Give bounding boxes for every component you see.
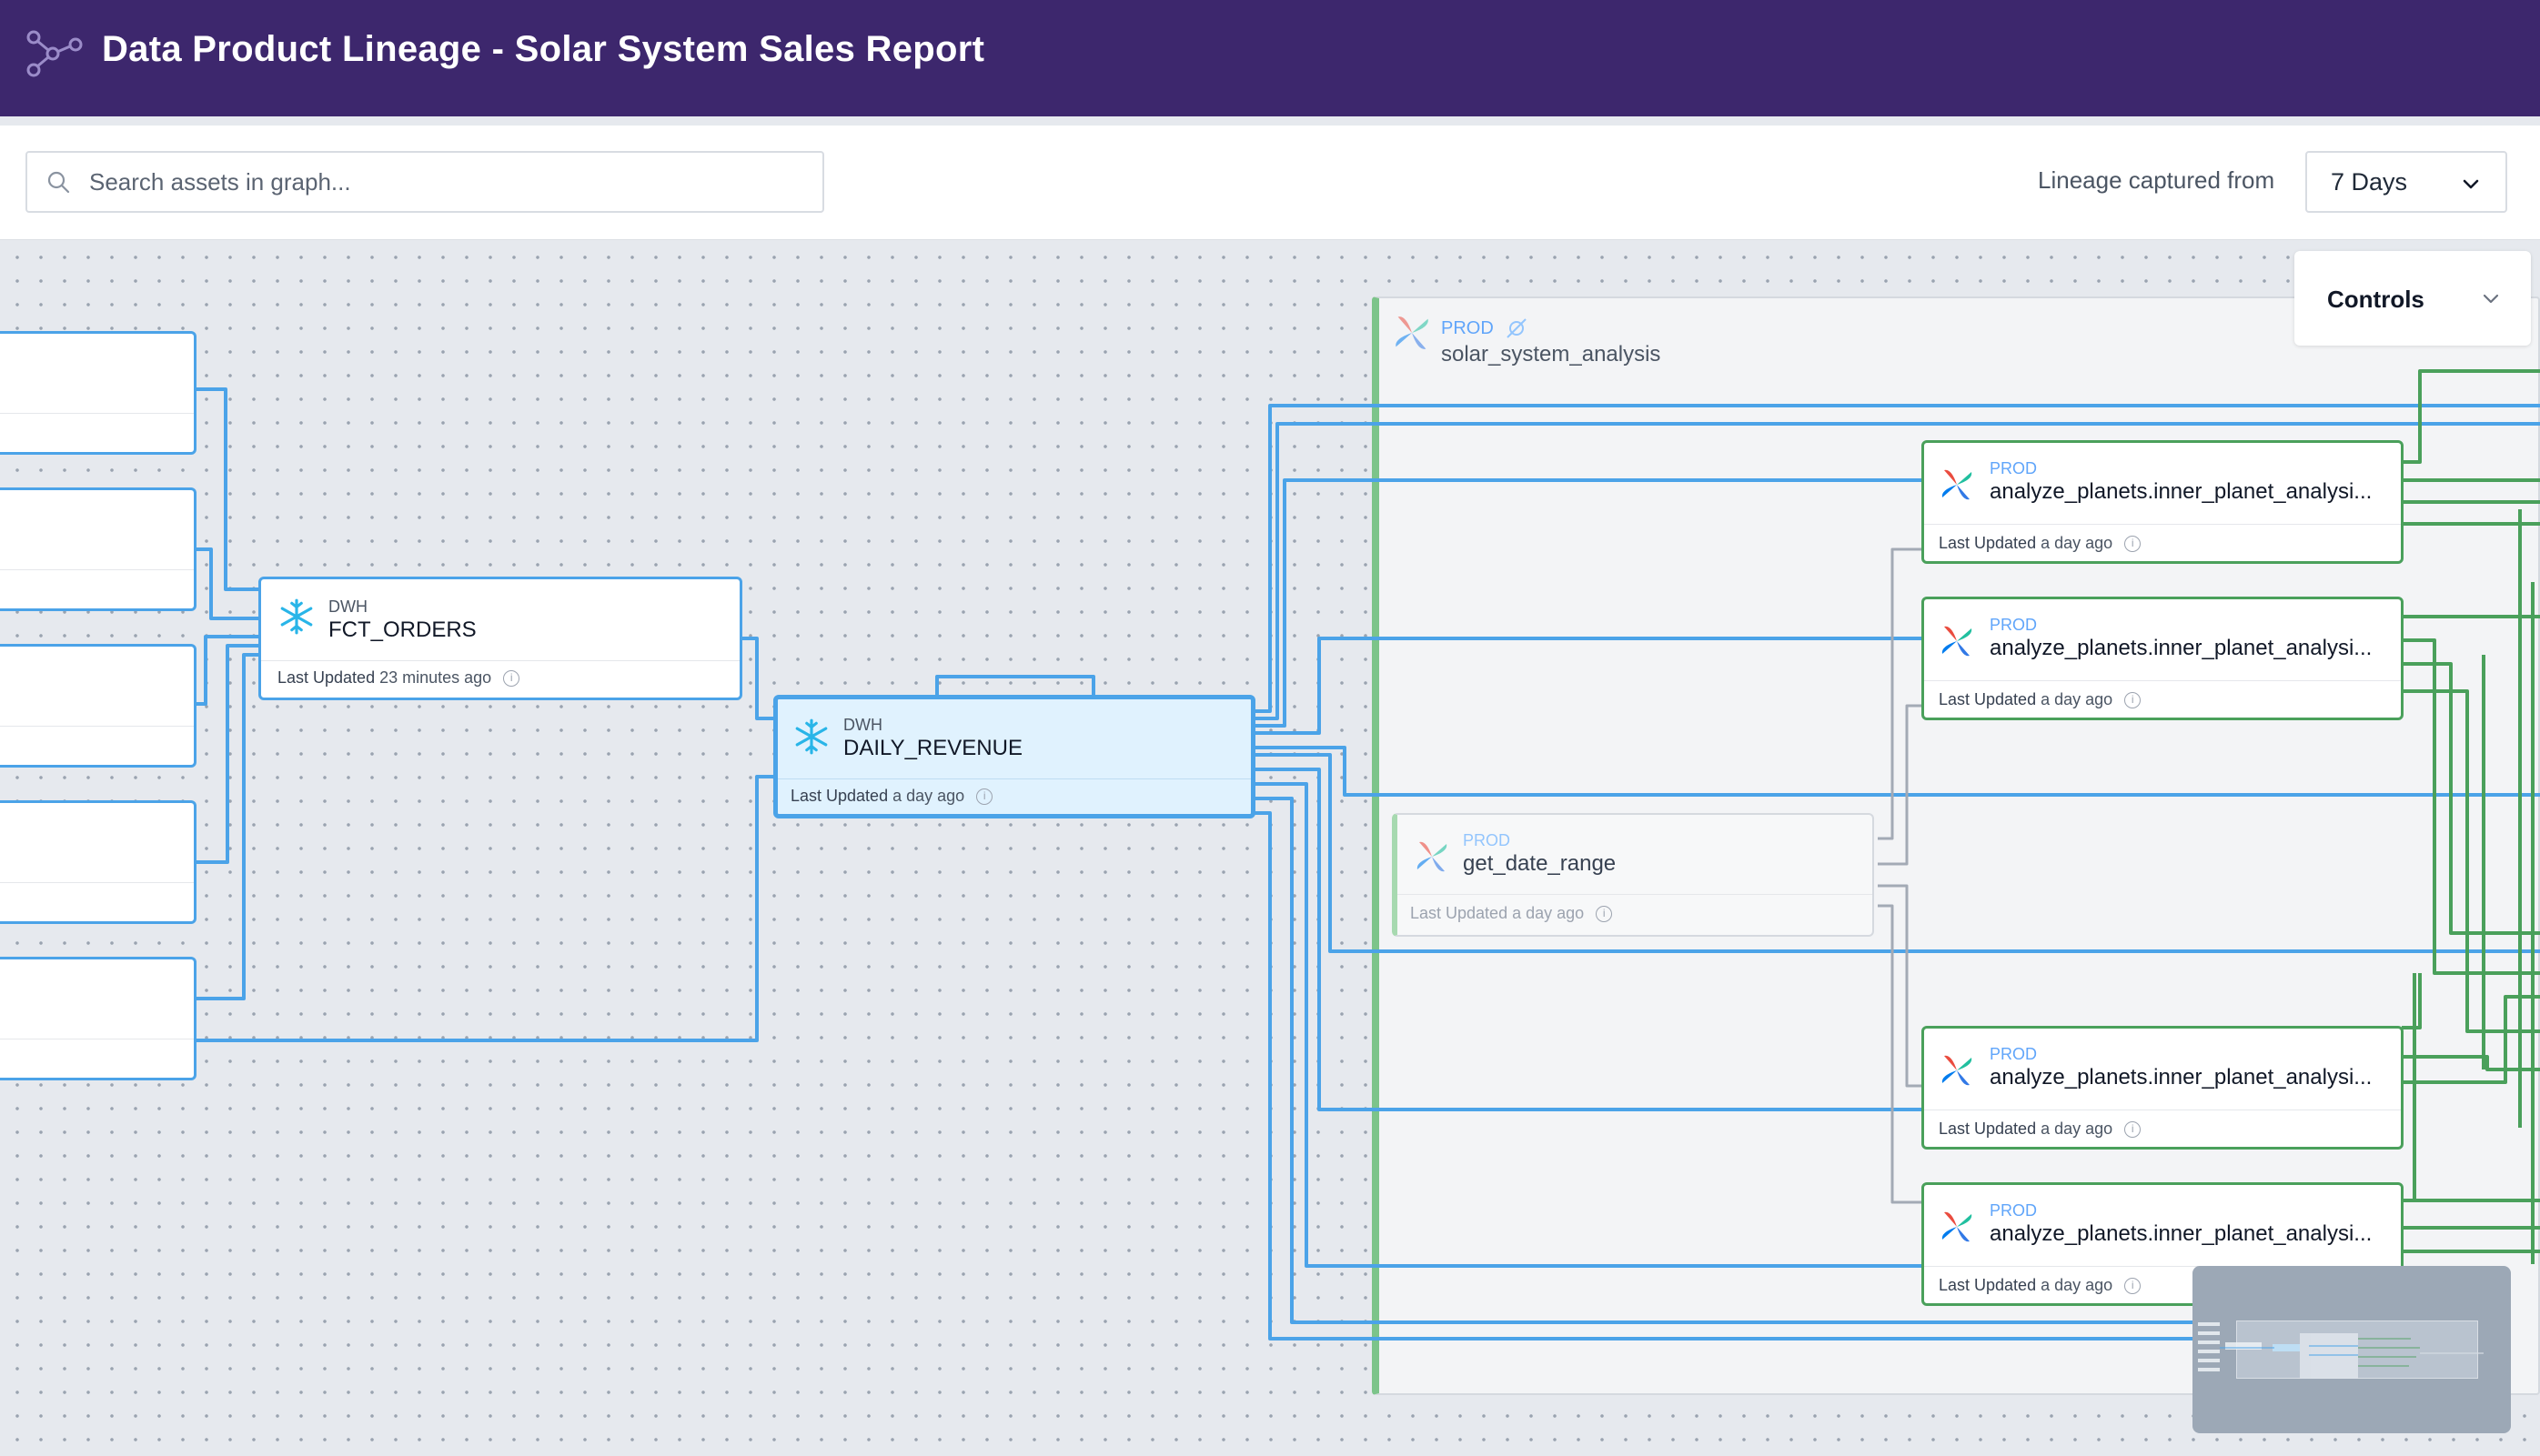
- node-fct-orders[interactable]: DWH FCT_ORDERS Last Updated 23 minutes a…: [258, 577, 742, 700]
- node-last-updated: Last Updated a day ago i: [1939, 534, 2142, 553]
- node-name: analyze_planets.inner_planet_analysi...: [1990, 1221, 2373, 1246]
- snowflake-icon: [795, 718, 828, 755]
- node-header: [1397, 815, 1872, 895]
- last-updated-value: a day ago: [2041, 690, 2113, 708]
- group-env-label: PROD: [1441, 318, 1494, 338]
- airflow-pinwheel-icon: [1941, 469, 1972, 500]
- node-daily-revenue[interactable]: DWH DAILY_REVENUE Last Updated a day ago…: [773, 695, 1255, 818]
- pipeline-disabled-icon: [1507, 318, 1527, 338]
- controls-panel[interactable]: Controls: [2294, 251, 2531, 346]
- node-analyze-planets-3[interactable]: PROD analyze_planets.inner_planet_analys…: [1921, 1026, 2404, 1150]
- last-updated-label: Last Updated: [791, 787, 889, 805]
- airflow-pinwheel-icon: [1416, 841, 1447, 872]
- source-node-5[interactable]: [0, 957, 197, 1080]
- app-header: Data Product Lineage - Solar System Sale…: [0, 0, 2540, 116]
- last-updated-label: Last Updated: [1410, 904, 1508, 922]
- node-header: [778, 699, 1251, 779]
- lineage-range-value: 7 Days: [2331, 168, 2408, 196]
- node-divider: [0, 882, 194, 883]
- source-node-2[interactable]: [0, 487, 197, 611]
- info-circle-icon[interactable]: i: [2124, 692, 2142, 709]
- node-last-updated: Last Updated a day ago i: [1410, 904, 1613, 923]
- airflow-pinwheel-icon: [1941, 1055, 1972, 1086]
- info-circle-icon[interactable]: i: [503, 670, 520, 688]
- node-analyze-planets-4[interactable]: PROD analyze_planets.inner_planet_analys…: [1921, 1182, 2404, 1306]
- info-circle-icon[interactable]: i: [976, 788, 993, 806]
- node-divider: [0, 726, 194, 727]
- node-analyze-planets-1[interactable]: PROD analyze_planets.inner_planet_analys…: [1921, 440, 2404, 564]
- node-name: analyze_planets.inner_planet_analysi...: [1990, 636, 2373, 660]
- search-box[interactable]: [25, 151, 824, 213]
- node-env: DWH: [843, 716, 882, 734]
- graph-minimap[interactable]: [2192, 1266, 2511, 1433]
- airflow-pinwheel-icon: [1941, 1211, 1972, 1242]
- node-last-updated: Last Updated a day ago i: [791, 787, 993, 806]
- node-name: analyze_planets.inner_planet_analysi...: [1990, 479, 2373, 504]
- source-node-1[interactable]: [0, 331, 197, 455]
- last-updated-label: Last Updated: [277, 668, 376, 687]
- minimap-graph-preview: [2198, 1322, 2484, 1379]
- node-env: PROD: [1463, 831, 1511, 849]
- node-last-updated: Last Updated a day ago i: [1939, 1120, 2142, 1139]
- node-env: DWH: [328, 597, 368, 616]
- node-last-updated: Last Updated a day ago i: [1939, 690, 2142, 709]
- node-header: [1924, 443, 2401, 525]
- node-analyze-planets-2[interactable]: PROD analyze_planets.inner_planet_analys…: [1921, 597, 2404, 720]
- chevron-down-icon: [2463, 179, 2479, 189]
- chevron-down-icon: [2483, 294, 2499, 304]
- airflow-pinwheel-icon: [1396, 316, 1428, 349]
- snowflake-icon: [280, 598, 313, 635]
- last-updated-value: 23 minutes ago: [379, 668, 492, 687]
- info-circle-icon[interactable]: i: [2124, 1121, 2142, 1139]
- node-header: [1924, 1029, 2401, 1110]
- lineage-range-label: Lineage captured from: [2038, 166, 2275, 194]
- source-node-4[interactable]: [0, 800, 197, 924]
- graph-nodes-icon: [26, 30, 83, 77]
- last-updated-value: a day ago: [1512, 904, 1585, 922]
- search-icon: [47, 171, 70, 194]
- last-updated-value: a day ago: [2041, 534, 2113, 552]
- lineage-range-select[interactable]: 7 Days: [2305, 151, 2507, 213]
- node-divider: [0, 413, 194, 414]
- graph-toolbar: Lineage captured from 7 Days: [0, 126, 2540, 240]
- node-env: PROD: [1990, 1201, 2038, 1220]
- airflow-pinwheel-icon: [1941, 626, 1972, 657]
- last-updated-label: Last Updated: [1939, 690, 2037, 708]
- node-env: PROD: [1990, 1045, 2038, 1063]
- node-get-date-range[interactable]: PROD get_date_range Last Updated a day a…: [1392, 813, 1874, 937]
- node-divider: [0, 569, 194, 570]
- info-circle-icon[interactable]: i: [1596, 906, 1613, 923]
- node-last-updated: Last Updated 23 minutes ago i: [277, 668, 520, 688]
- node-env: PROD: [1990, 616, 2038, 634]
- controls-label: Controls: [2327, 286, 2424, 313]
- last-updated-value: a day ago: [2041, 1120, 2113, 1138]
- node-last-updated: Last Updated a day ago i: [1939, 1276, 2142, 1295]
- last-updated-label: Last Updated: [1939, 534, 2037, 552]
- node-name: analyze_planets.inner_planet_analysi...: [1990, 1065, 2373, 1089]
- node-name: FCT_ORDERS: [328, 618, 477, 642]
- node-header: [261, 579, 740, 661]
- node-header: [1924, 599, 2401, 681]
- info-circle-icon[interactable]: i: [2124, 1278, 2142, 1295]
- info-circle-icon[interactable]: i: [2124, 536, 2142, 553]
- last-updated-label: Last Updated: [1939, 1276, 2037, 1294]
- search-input[interactable]: [89, 162, 808, 202]
- node-header: [1924, 1185, 2401, 1267]
- node-name: DAILY_REVENUE: [843, 736, 1023, 760]
- source-node-3[interactable]: [0, 644, 197, 768]
- page-title: Data Product Lineage - Solar System Sale…: [102, 29, 985, 69]
- last-updated-value: a day ago: [2041, 1276, 2113, 1294]
- group-name-label: solar_system_analysis: [1441, 342, 1661, 367]
- last-updated-label: Last Updated: [1939, 1120, 2037, 1138]
- last-updated-value: a day ago: [892, 787, 965, 805]
- node-name: get_date_range: [1463, 851, 1617, 876]
- node-env: PROD: [1990, 459, 2038, 477]
